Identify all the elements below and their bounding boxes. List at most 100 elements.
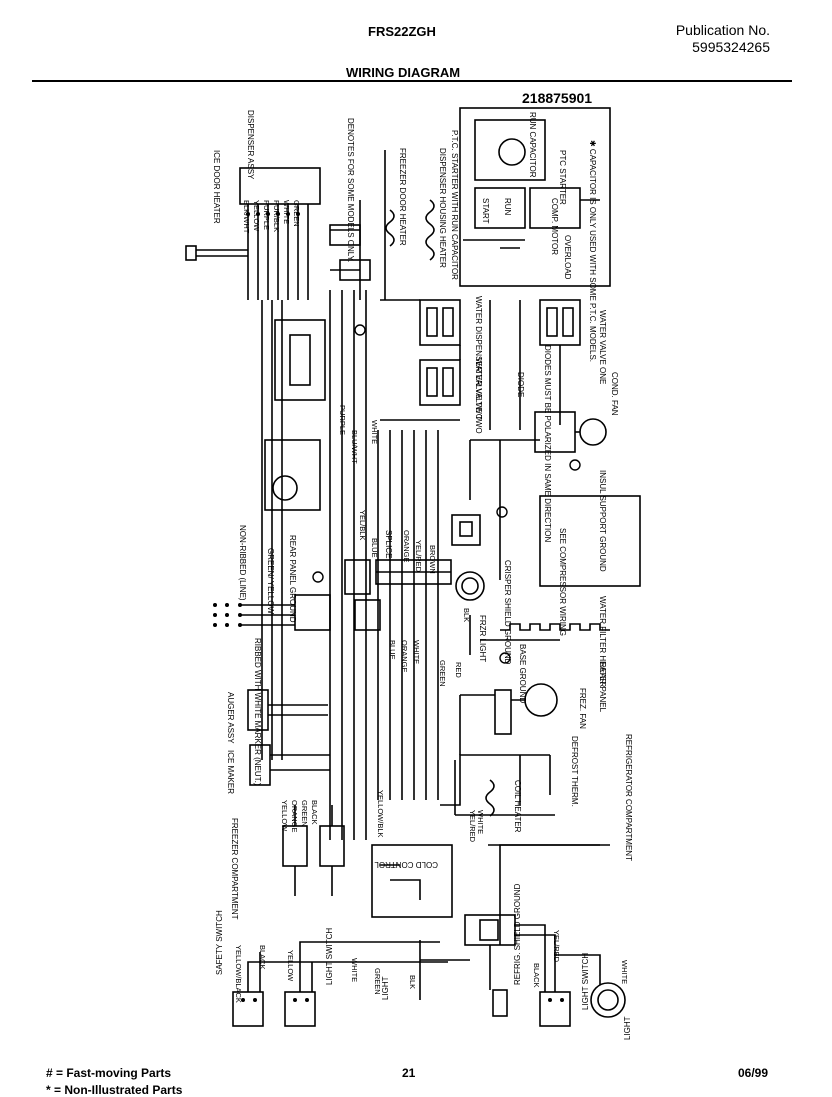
water-valve-one (539, 299, 581, 346)
wire-color-label: YEL/BLK (358, 510, 367, 540)
wire-color-label: YEL/RED (414, 540, 423, 573)
label-diodes-polarized: DIODES MUST BE POLARIZED IN SAME DIRECTI… (543, 345, 552, 542)
label-crisper-shield-ground: CRISPER SHIELD GROUND (503, 560, 512, 665)
label-light: LIGHT (381, 976, 390, 1000)
label-cold-control: COLD CONTROL (374, 860, 438, 869)
legend-fast-moving: # = Fast-moving Parts (46, 1066, 172, 1080)
ground-icon-1 (354, 324, 366, 336)
label-auger-assy: AUGER ASSY (226, 692, 235, 744)
publication-label: Publication No. (675, 22, 770, 38)
ptc-thermistor-icon (498, 138, 526, 166)
wire-color-label: YELLOW (286, 950, 295, 982)
ground-icon-5 (312, 571, 324, 583)
wire-color-label: YELLOW/BLACK (234, 945, 243, 1003)
label-dispenser-assy: DISPENSER ASSY (246, 110, 255, 180)
page-number: 21 (402, 1066, 416, 1080)
wire-color-label: WHITE (412, 640, 421, 664)
label-overload: OVERLOAD (563, 235, 572, 280)
ground-icon-2 (496, 506, 508, 518)
diagram-title: WIRING DIAGRAM (346, 65, 461, 80)
wire-color-label: GREEN (373, 968, 382, 995)
wire-color-label: BLK (408, 975, 417, 989)
label-insul-support-ground: INSUL SUPPORT GROUND (598, 470, 607, 572)
label-ice-door-heater: ICE DOOR HEATER (212, 150, 221, 224)
label-splice: SPLICE (384, 530, 393, 558)
label-denotes-some-models: DENOTES FOR SOME MODELS ONLY. (346, 118, 355, 262)
label-rear-panel: REAR PANEL (598, 662, 607, 713)
ice-maker (249, 744, 271, 786)
wire-color-label: GREEN (300, 800, 309, 827)
legend-non-illustrated: * = Non-Illustrated Parts (46, 1083, 183, 1097)
label-water-dispenser-valve-two: WATER DISPENSER VALVE TWO (474, 296, 483, 420)
label-safety-switch: SAFETY SWITCH (215, 910, 224, 975)
defrost-coil-heater (440, 754, 551, 817)
wire-color-label: BLUE (388, 640, 397, 660)
label-ptc-starter: PTC STARTER (558, 150, 567, 205)
wire-color-label: WHITE (370, 420, 379, 444)
label-ribbed-white-marker: RIBBED WITH WHITE MARKER (NEUT.) (253, 638, 262, 786)
wire-color-label: BLUE (370, 538, 379, 558)
label-green-yellow: GREEN/ YELLOW (266, 548, 275, 615)
cond-fan-icon (579, 418, 607, 446)
wire-color-label: YEL/RED (552, 930, 561, 963)
cold-control-box (371, 844, 453, 918)
light-socket-icon (455, 571, 485, 601)
wire-color-label: ORANGE (400, 640, 409, 673)
compressor-box (539, 495, 641, 587)
wire-color-label: ORANGE (402, 530, 411, 563)
ptc-starter-box (459, 107, 611, 287)
freezer-fan-icon (524, 683, 558, 717)
wire-color-label: BLACK (310, 800, 319, 825)
wire-color-label: BLU/WHT (350, 430, 359, 464)
label-freezer-compartment: FREEZER COMPARTMENT (230, 818, 239, 920)
wire-color-label: PUR/BLK (272, 200, 281, 232)
wire-color-label: BLACK (532, 963, 541, 988)
wire-color-label: YEL/RED (468, 810, 477, 843)
label-run-capacitor: RUN CAPACITOR (528, 112, 537, 178)
label-water-valve-one: WATER VALVE ONE (598, 310, 607, 384)
label-light-right: LIGHT (623, 1016, 632, 1040)
label-water-filter-heater: WATER FILTER HEATER (598, 596, 607, 687)
wire-color-label: YELLOW (280, 800, 289, 832)
wire-color-label: BROWN (428, 545, 437, 574)
label-run: RUN (503, 198, 512, 216)
light-switch-right (539, 991, 571, 1027)
cond-fan-box (534, 411, 576, 453)
label-see-compressor-wiring: SEE COMPRESSOR WIRING (558, 528, 567, 636)
label-ice-maker: ICE MAKER (226, 750, 235, 794)
part-number: 218875901 (522, 90, 593, 106)
label-light-switch-left: LIGHT SWITCH (325, 928, 334, 985)
fan-motor-icon (272, 475, 298, 501)
label-freezer-door-heater: FREEZER DOOR HEATER (398, 148, 407, 246)
label-defrost-therm: DEFROST THERM. (570, 736, 579, 807)
label-comp-motor: COMP. MOTOR (550, 198, 559, 255)
connector-block-left (274, 319, 326, 401)
light-bulb-icon (590, 982, 626, 1018)
auger-assy (247, 689, 269, 731)
water-valve-two-lower (419, 359, 461, 406)
wire-color-label: YELLOW/BLK (376, 790, 385, 838)
wire-color-label: GREEN (438, 660, 447, 687)
label-coil-heater: COIL HEATER (513, 780, 522, 833)
wire-color-label: WHITE (476, 810, 485, 834)
wire-color-label: BLK/WHT (242, 200, 251, 234)
label-dispenser-housing-heater: DISPENSER HOUSING HEATER (438, 148, 447, 268)
label-non-ribbed-line: NON-RIBBED (LINE) (238, 525, 247, 601)
label-ptc-with-run-cap: P.T.C. STARTER WITH RUN CAPACITOR (450, 130, 459, 280)
model-number: FRS22ZGH (368, 24, 436, 39)
label-rear-panel-ground: REAR PANEL GROUND (288, 535, 297, 623)
wire-color-label: BLACK (258, 945, 267, 970)
revision-date: 06/99 (738, 1066, 769, 1080)
wire-color-label: BLK (462, 608, 471, 622)
wire-color-label: WHITE (350, 958, 359, 982)
freezer-fan-box (494, 689, 512, 735)
wire-color-label: YELLOW (252, 200, 261, 232)
ground-icon-4 (569, 459, 581, 471)
wire-color-label: PURPLE (338, 405, 347, 435)
evap-fan-block (264, 439, 321, 511)
ground-icon-3 (499, 652, 511, 664)
wire-color-label: ORANGE (290, 800, 299, 833)
label-frez-fan: FREZ. FAN (578, 688, 587, 729)
water-valve-two (419, 299, 461, 346)
wire-color-label: RED (454, 662, 463, 678)
